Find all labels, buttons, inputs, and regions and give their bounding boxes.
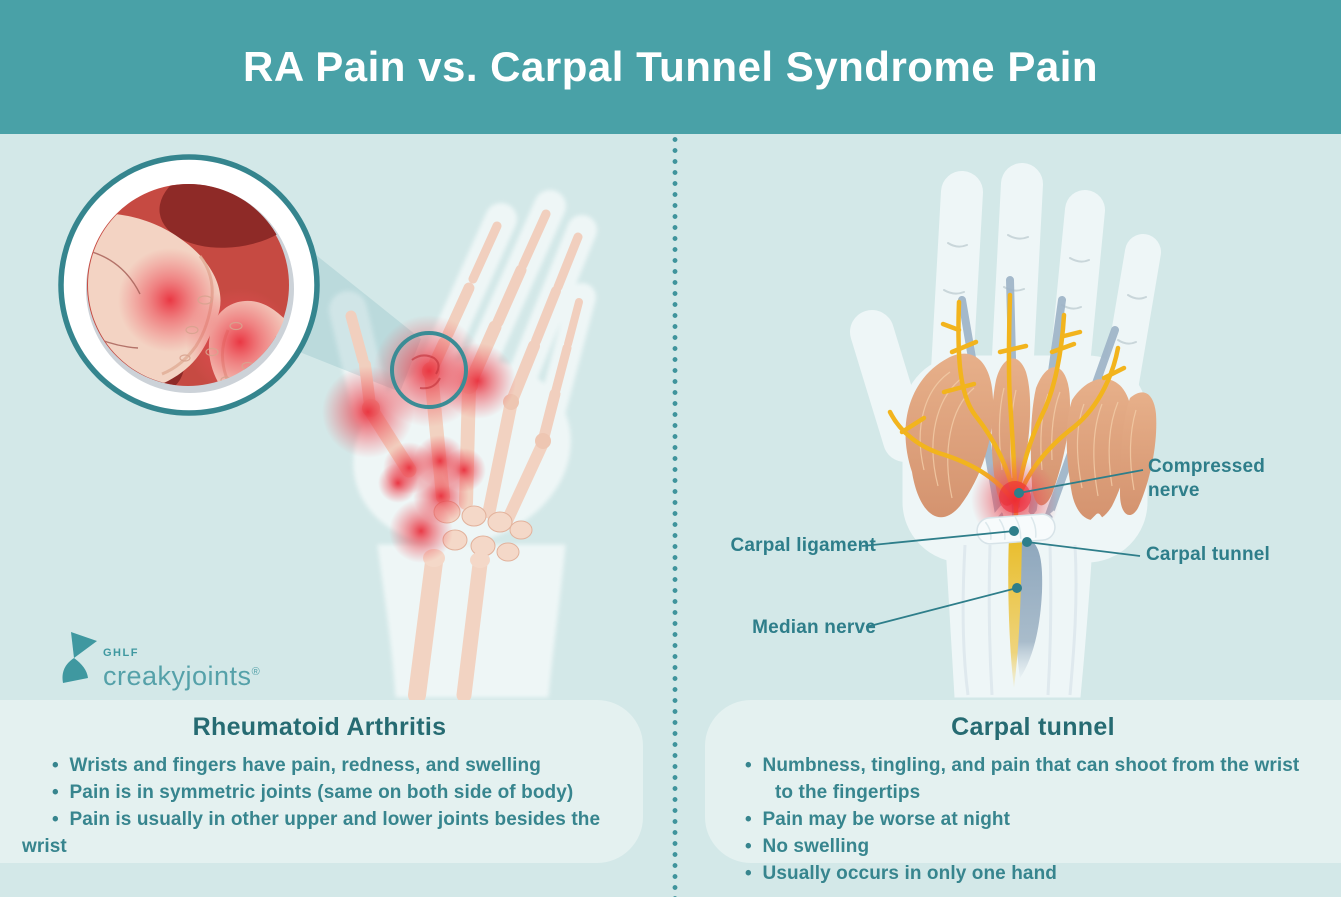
leader-compressed-nerve [1018, 469, 1144, 494]
carpal-tunnel-bullet: Numbness, tingling, and pain that can sh… [745, 752, 1321, 806]
carpal-tunnel-summary-card: Carpal tunnel Numbness, tingling, and pa… [705, 700, 1341, 884]
anchor-compressed-nerve [1014, 488, 1024, 498]
ra-summary-card: Rheumatoid Arthritis Wrists and fingers … [0, 700, 643, 863]
carpal-tunnel-bullet-list: Numbness, tingling, and pain that can sh… [745, 752, 1321, 887]
carpal-tunnel-bullet: Pain may be worse at night [745, 806, 1321, 833]
logo-org-text: GHLF [103, 647, 139, 659]
joint-inset-magnifier [58, 154, 320, 416]
leader-median-nerve [865, 587, 1018, 628]
wrist-internals [961, 538, 1078, 696]
ra-card-title: Rheumatoid Arthritis [192, 713, 447, 741]
anchor-carpal-ligament [1009, 526, 1019, 536]
label-carpal-ligament: Carpal ligament [730, 535, 876, 556]
creakyjoints-logo-icon [62, 632, 97, 683]
label-compressed-nerve: Compressed nerve [1148, 456, 1266, 501]
anchor-carpal-tunnel [1022, 537, 1032, 547]
creakyjoints-logo: GHLF creakyjoints® [57, 630, 261, 691]
label-median-nerve: Median nerve [752, 617, 876, 638]
leader-carpal-ligament [861, 530, 1015, 547]
ra-bullet: Pain is in symmetric joints (same on bot… [22, 779, 607, 806]
ra-bullet: Pain is usually in other upper and lower… [22, 806, 607, 860]
header-banner: RA Pain vs. Carpal Tunnel Syndrome Pain [0, 0, 1341, 134]
dotted-divider [672, 134, 678, 897]
carpal-tunnel-bullet: No swelling [745, 833, 1321, 860]
leader-lines [861, 469, 1144, 628]
ra-bullet-list: Wrists and fingers have pain, redness, a… [22, 752, 607, 860]
finger-creases [943, 234, 1147, 345]
carpal-tunnel-card-title: Carpal tunnel [951, 713, 1115, 741]
label-carpal-tunnel: Carpal tunnel [1146, 544, 1271, 565]
logo-brand-text: creakyjoints® [103, 661, 261, 691]
flexor-tendon-band [1015, 538, 1043, 678]
registered-mark: ® [251, 666, 261, 678]
label-anchor-dots [1009, 488, 1032, 593]
carpal-tunnel-bullet: Usually occurs in only one hand [745, 860, 1321, 887]
anchor-median-nerve [1012, 583, 1022, 593]
poster-title: RA Pain vs. Carpal Tunnel Syndrome Pain [242, 43, 1099, 90]
ra-bullet: Wrists and fingers have pain, redness, a… [22, 752, 607, 779]
magnifier-ring [390, 331, 468, 409]
median-nerve-wrist [1008, 538, 1022, 688]
leader-carpal-tunnel [1026, 541, 1141, 557]
